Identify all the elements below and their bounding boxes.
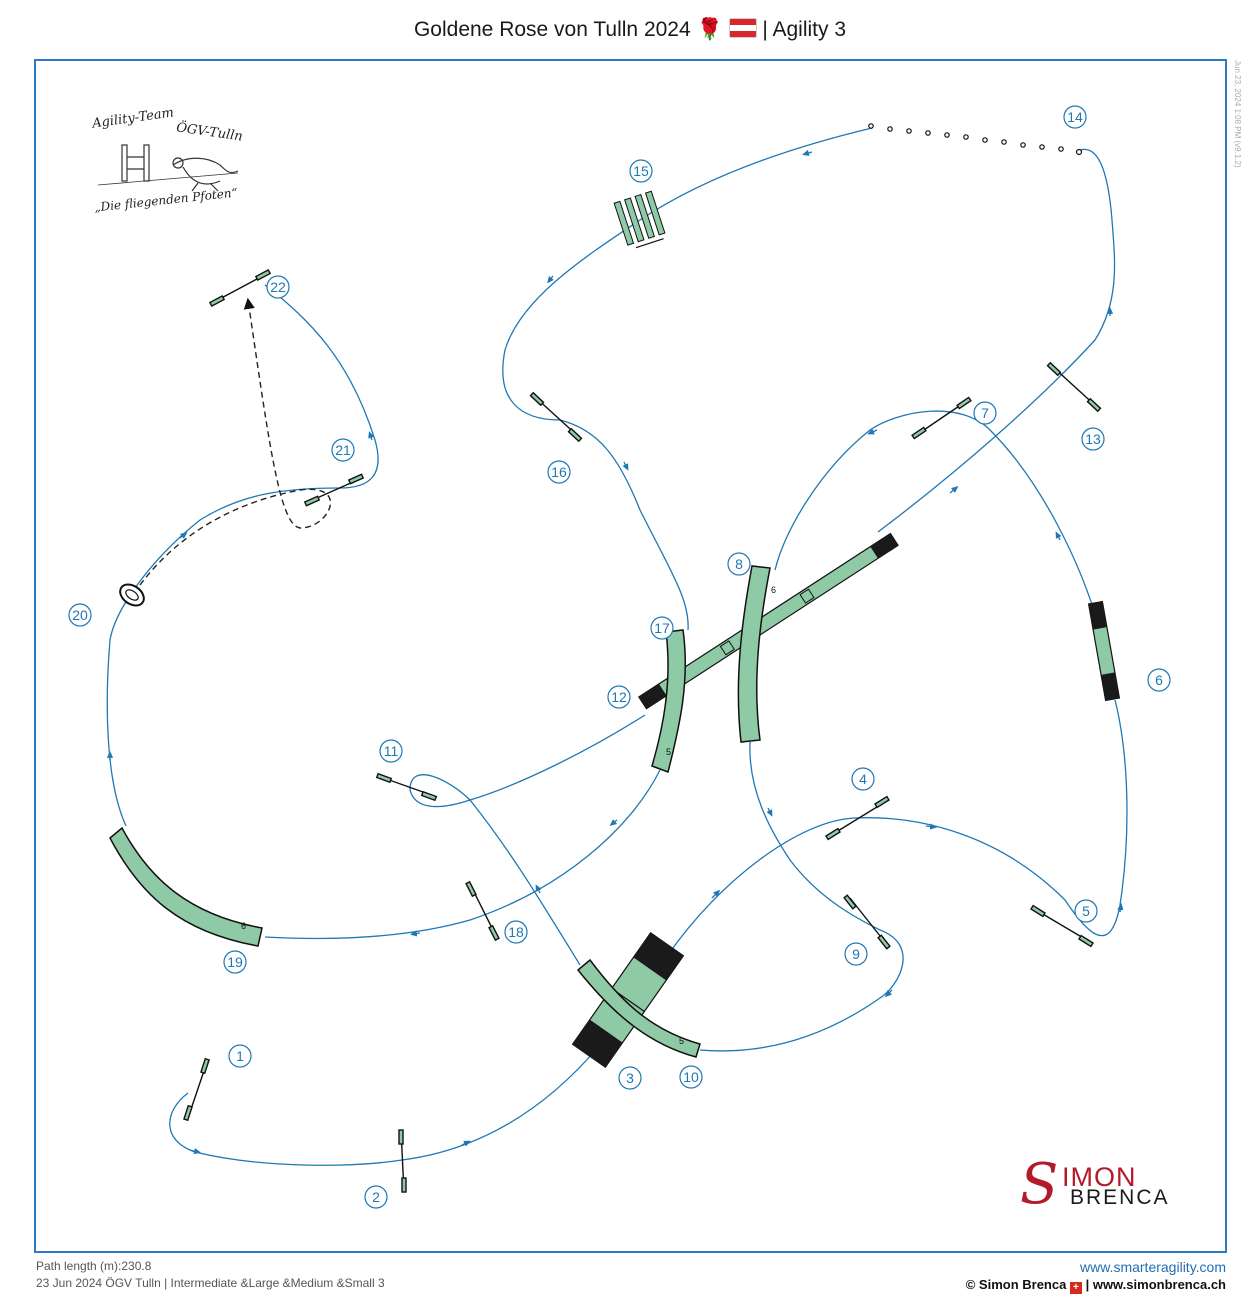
long-jump	[613, 190, 666, 249]
number-8: 8	[727, 552, 751, 576]
jump-4	[825, 795, 890, 841]
tunnel-19	[109, 826, 263, 947]
svg-text:6: 6	[1155, 672, 1163, 688]
number-18: 18	[504, 920, 528, 944]
jump-2	[398, 1129, 407, 1193]
number-3: 3	[618, 1066, 642, 1090]
svg-text:10: 10	[683, 1069, 699, 1085]
jump-9	[843, 894, 891, 950]
svg-text:5: 5	[1082, 903, 1090, 919]
jump-7	[911, 396, 972, 440]
brand-line2: BRENCA	[1070, 1186, 1170, 1209]
jump-1	[183, 1057, 210, 1122]
course-path	[106, 127, 1128, 1166]
brand-initial: S	[1020, 1152, 1059, 1217]
jump-21	[303, 473, 365, 507]
svg-text:9: 9	[852, 946, 860, 962]
a-frame	[571, 931, 685, 1069]
number-12: 12	[607, 685, 631, 709]
number-10: 10	[679, 1065, 703, 1089]
tire	[119, 583, 145, 607]
svg-text:1: 1	[236, 1048, 244, 1064]
jump-16	[529, 391, 583, 443]
smarteragility-link[interactable]: www.smarteragility.com	[1080, 1259, 1226, 1275]
weave-poles	[868, 123, 1083, 156]
number-13: 13	[1081, 427, 1105, 451]
austria-flag-icon	[728, 18, 757, 38]
tunnel-8	[737, 565, 771, 743]
tunnel-length-8: 6	[771, 585, 776, 595]
page-title: Goldene Rose von Tulln 2024 🌹 | Agility …	[0, 18, 1260, 42]
svg-text:3: 3	[626, 1070, 634, 1086]
svg-text:21: 21	[335, 442, 351, 458]
jump-11	[375, 772, 438, 802]
ring-border	[34, 59, 1227, 1253]
svg-text:7: 7	[981, 405, 989, 421]
jump-22	[208, 269, 272, 307]
svg-text:8: 8	[735, 556, 743, 572]
footer-credits: www.smarteragility.com © Simon Brenca + …	[966, 1258, 1226, 1294]
number-1: 1	[228, 1044, 252, 1068]
seesaw	[1087, 600, 1121, 702]
footer-info: Path length (m):230.8 23 Jun 2024 ÖGV Tu…	[36, 1258, 385, 1292]
number-17: 17	[650, 616, 674, 640]
jump-13	[1046, 361, 1102, 413]
tunnel-length-10: 5	[679, 1036, 684, 1046]
number-7: 7	[973, 401, 997, 425]
number-9: 9	[844, 942, 868, 966]
number-4: 4	[851, 767, 875, 791]
simonbrenca-link[interactable]: | www.simonbrenca.ch	[1085, 1277, 1226, 1292]
svg-text:4: 4	[859, 771, 867, 787]
tunnel-17	[651, 629, 687, 773]
svg-text:11: 11	[384, 743, 399, 759]
svg-text:15: 15	[633, 163, 649, 179]
version-stamp: Jun 23, 2024 1:08 PM (v9.1.2)	[1233, 60, 1242, 168]
svg-text:20: 20	[72, 607, 88, 623]
brand-line1: IMON	[1062, 1162, 1137, 1192]
svg-text:17: 17	[654, 620, 670, 636]
rose-icon: 🌹	[696, 18, 723, 41]
number-19: 19	[223, 950, 247, 974]
dog-jump-icon	[97, 144, 239, 192]
obstacle-numbers: 1 2 3 4 5 6 7 8 9 10 11 12 13 14 15 16 1…	[68, 105, 1171, 1209]
tunnel-length-17: 5	[666, 747, 671, 757]
svg-text:18: 18	[508, 924, 524, 940]
svg-text:12: 12	[611, 689, 627, 705]
number-5: 5	[1074, 899, 1098, 923]
course-class: | Agility 3	[762, 18, 847, 41]
svg-text:19: 19	[227, 954, 243, 970]
number-21: 21	[331, 438, 355, 462]
jump-18	[465, 880, 500, 942]
number-20: 20	[68, 603, 92, 627]
path-length: Path length (m):230.8	[36, 1259, 152, 1273]
handler-path	[139, 297, 332, 586]
number-14: 14	[1063, 105, 1087, 129]
jumps	[183, 269, 1102, 1193]
jump-5	[1030, 904, 1094, 948]
event-line: 23 Jun 2024 ÖGV Tulln | Intermediate &La…	[36, 1276, 385, 1290]
dog-walk	[638, 532, 899, 710]
number-16: 16	[547, 460, 571, 484]
tunnel-length-19: 6	[241, 921, 246, 931]
simon-brenca-logo: S IMON BRENCA	[1010, 1152, 1170, 1217]
club-logo: Agility-Team ÖGV-Tulln „Die fliegenden P…	[88, 105, 258, 225]
course-title: Goldene Rose von Tulln 2024	[413, 18, 691, 41]
tunnels	[109, 565, 771, 1058]
number-2: 2	[364, 1185, 388, 1209]
svg-text:14: 14	[1067, 109, 1083, 125]
copyright-text: © Simon Brenca	[965, 1277, 1067, 1292]
number-15: 15	[629, 159, 653, 183]
swiss-flag-icon: +	[1069, 1282, 1082, 1294]
svg-text:2: 2	[372, 1189, 380, 1205]
tunnel-10	[576, 958, 701, 1058]
number-11: 11	[379, 739, 403, 763]
svg-text:13: 13	[1085, 431, 1101, 447]
svg-text:16: 16	[551, 464, 567, 480]
number-22: 22	[266, 275, 290, 299]
svg-text:22: 22	[270, 279, 286, 295]
number-6: 6	[1147, 668, 1171, 692]
